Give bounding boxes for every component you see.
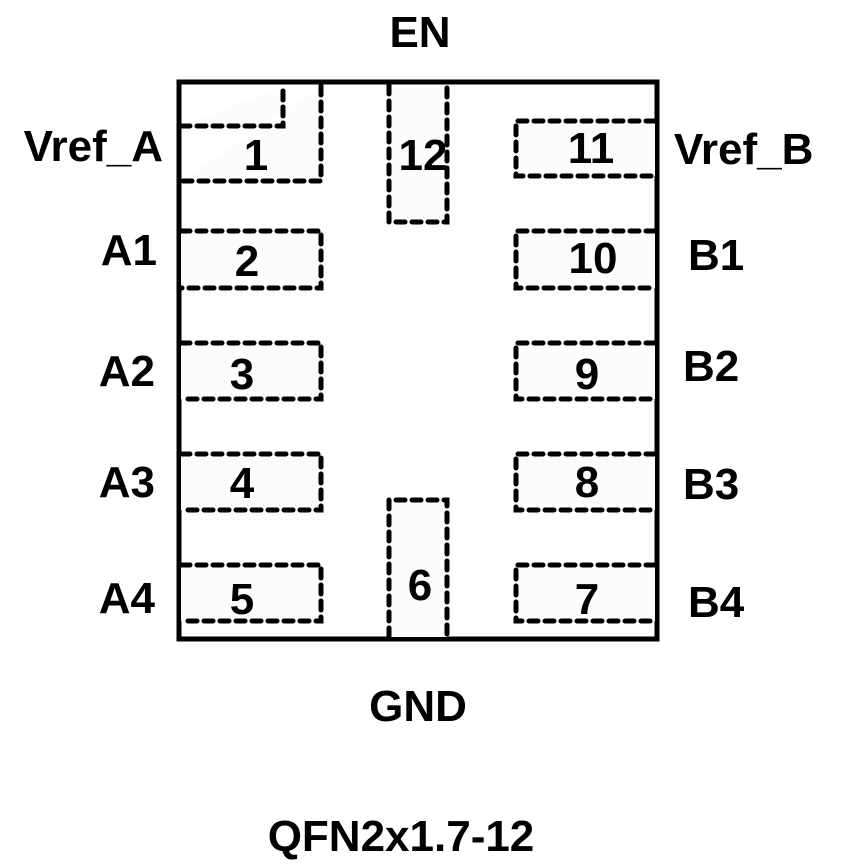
pin-name-vref-a: Vref_A (24, 122, 163, 171)
pad-11 (513, 118, 658, 179)
bottom-label-gnd: GND (369, 682, 467, 731)
pad-number-2: 2 (235, 237, 259, 286)
pad-number-7: 7 (575, 575, 599, 624)
pad-3 (178, 340, 324, 402)
pin-name-b1: B1 (688, 231, 744, 280)
pin-name-vref-b: Vref_B (674, 125, 813, 174)
pad-number-11: 11 (568, 124, 615, 173)
pad-10 (513, 228, 658, 291)
pad-number-3: 3 (230, 350, 254, 399)
pad-number-12: 12 (399, 131, 448, 180)
package-name: QFN2x1.7-12 (268, 812, 535, 861)
pad-7 (513, 562, 658, 624)
pad-number-9: 9 (575, 350, 599, 399)
pad-number-4: 4 (230, 459, 255, 508)
top-label-en: EN (389, 8, 450, 57)
pin-name-b4: B4 (688, 578, 745, 627)
pad-5 (178, 562, 324, 624)
pad-number-5: 5 (230, 575, 254, 624)
pad-12 (386, 82, 450, 225)
pad-1 (178, 83, 324, 184)
package-body (176, 79, 660, 642)
pad-6 (386, 497, 450, 640)
pin-name-a4: A4 (99, 574, 156, 623)
pin-name-a1: A1 (101, 226, 157, 275)
pad-2 (178, 228, 324, 291)
pin-name-b2: B2 (683, 342, 739, 391)
pad-number-1: 1 (244, 131, 268, 180)
pad-number-8: 8 (575, 458, 599, 507)
pad-4 (178, 451, 324, 513)
pin-name-b3: B3 (683, 460, 739, 509)
pin-name-a2: A2 (99, 347, 155, 396)
pad-number-6: 6 (408, 561, 432, 610)
pad-9 (513, 340, 658, 402)
pad-8 (513, 451, 658, 513)
pad-number-10: 10 (569, 234, 618, 283)
pin-name-a3: A3 (99, 458, 155, 507)
